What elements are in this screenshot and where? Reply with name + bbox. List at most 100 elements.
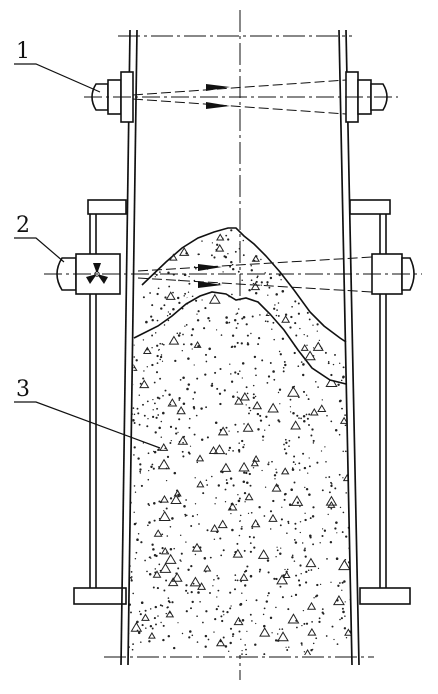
material-speckle (165, 579, 168, 582)
material-speckle (278, 420, 281, 423)
material-grain (276, 574, 289, 585)
material-speckle (259, 414, 262, 417)
material-speckle (312, 506, 315, 509)
material-speckle (210, 384, 214, 387)
material-speckle (303, 622, 306, 625)
material-speckle (140, 601, 144, 604)
material-speckle (306, 311, 309, 314)
material-speckle (339, 582, 341, 584)
material-speckle (330, 507, 333, 510)
material-speckle (190, 525, 193, 527)
material-speckle (205, 360, 208, 363)
material-speckle (241, 653, 243, 655)
material-speckle (263, 607, 266, 610)
material-speckle (333, 638, 335, 641)
material-speckle (320, 450, 323, 452)
material-speckle (171, 517, 174, 520)
material-speckle (228, 321, 231, 324)
material-speckle (311, 307, 314, 310)
material-speckle (339, 362, 341, 364)
material-speckle (159, 271, 161, 273)
material-speckle (193, 433, 196, 436)
material-speckle (345, 637, 348, 639)
material-speckle (169, 442, 172, 444)
material-speckle (229, 627, 233, 630)
material-speckle (229, 641, 232, 645)
material-speckle (283, 360, 286, 363)
material-speckle (304, 555, 307, 558)
material-grain (292, 327, 304, 338)
material-speckle (254, 395, 257, 398)
material-speckle (146, 425, 149, 428)
upper-beam-arrow-2 (206, 102, 230, 109)
material-speckle (156, 407, 159, 410)
material-speckle (158, 500, 161, 503)
material-speckle (154, 402, 156, 405)
material-speckle (136, 620, 139, 624)
material-speckle (301, 304, 304, 307)
material-speckle (236, 312, 239, 315)
material-speckle (284, 438, 287, 441)
material-speckle (348, 292, 351, 295)
material-speckle (213, 631, 215, 633)
material-speckle (285, 441, 288, 444)
material-speckle (240, 580, 242, 583)
material-speckle (344, 559, 347, 561)
material-speckle (167, 311, 170, 313)
material-grain (210, 523, 220, 532)
material-speckle (341, 531, 344, 534)
material-speckle (282, 367, 285, 369)
material-speckle (241, 362, 245, 365)
material-speckle (309, 517, 312, 520)
material-speckle (296, 298, 298, 300)
material-grain (165, 291, 176, 300)
material-speckle (147, 478, 150, 481)
material-speckle (285, 646, 287, 648)
material-speckle (255, 599, 258, 602)
material-speckle (227, 650, 230, 653)
material-speckle (158, 563, 161, 566)
material-speckle (305, 581, 308, 584)
material-speckle (195, 267, 197, 270)
material-speckle (240, 527, 243, 530)
material-speckle (180, 560, 182, 562)
material-speckle (164, 296, 167, 299)
material-speckle (282, 298, 285, 301)
material-grain (301, 649, 314, 655)
material-speckle (204, 307, 207, 310)
material-speckle (219, 367, 222, 371)
material-speckle (150, 465, 153, 469)
material-speckle (211, 475, 213, 478)
material-speckle (249, 409, 252, 412)
material-speckle (301, 624, 303, 627)
material-speckle (168, 285, 171, 288)
material-speckle (319, 542, 321, 544)
material-grain (332, 595, 345, 606)
material-speckle (144, 609, 147, 612)
material-speckle (315, 310, 318, 312)
material-speckle (162, 624, 165, 627)
material-speckle (161, 605, 164, 607)
material-speckle (264, 320, 267, 323)
material-speckle (330, 484, 333, 488)
material-speckle (214, 371, 217, 374)
material-speckle (236, 341, 239, 344)
material-speckle (155, 416, 158, 419)
material-speckle (261, 359, 264, 362)
callout-label-1: 1 (16, 39, 30, 64)
material-speckle (347, 385, 349, 388)
material-speckle (217, 484, 221, 487)
material-speckle (159, 358, 161, 361)
material-speckle (321, 399, 323, 401)
material-speckle (291, 556, 294, 559)
material-speckle (154, 605, 157, 609)
material-speckle (175, 432, 178, 435)
material-speckle (276, 309, 278, 311)
material-speckle (133, 413, 136, 416)
material-speckle (133, 356, 135, 358)
material-speckle (342, 511, 345, 514)
material-speckle (326, 414, 328, 417)
material-speckle (231, 293, 233, 296)
material-speckle (211, 242, 214, 244)
